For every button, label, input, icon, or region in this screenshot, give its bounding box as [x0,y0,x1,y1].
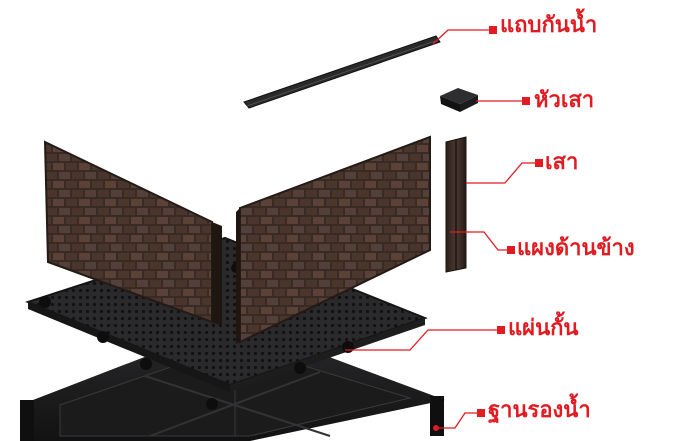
label-water-base: ฐานรองน้ำ [488,398,591,423]
post-shape [445,136,467,273]
label-side-panels: แผงด้านข้าง [517,236,635,261]
side-panels-shape [43,135,431,344]
label-gutter-strip: แถบกันน้ำ [500,13,598,38]
label-post-cap: หัวเสา [534,88,595,113]
label-bullets [477,26,543,417]
post-cap-shape [440,88,478,112]
gutter-strip-shape [243,35,441,109]
label-post: เสา [545,150,579,175]
leader-lines [345,29,537,429]
label-divider-plate: แผ่นกั้น [508,316,579,341]
